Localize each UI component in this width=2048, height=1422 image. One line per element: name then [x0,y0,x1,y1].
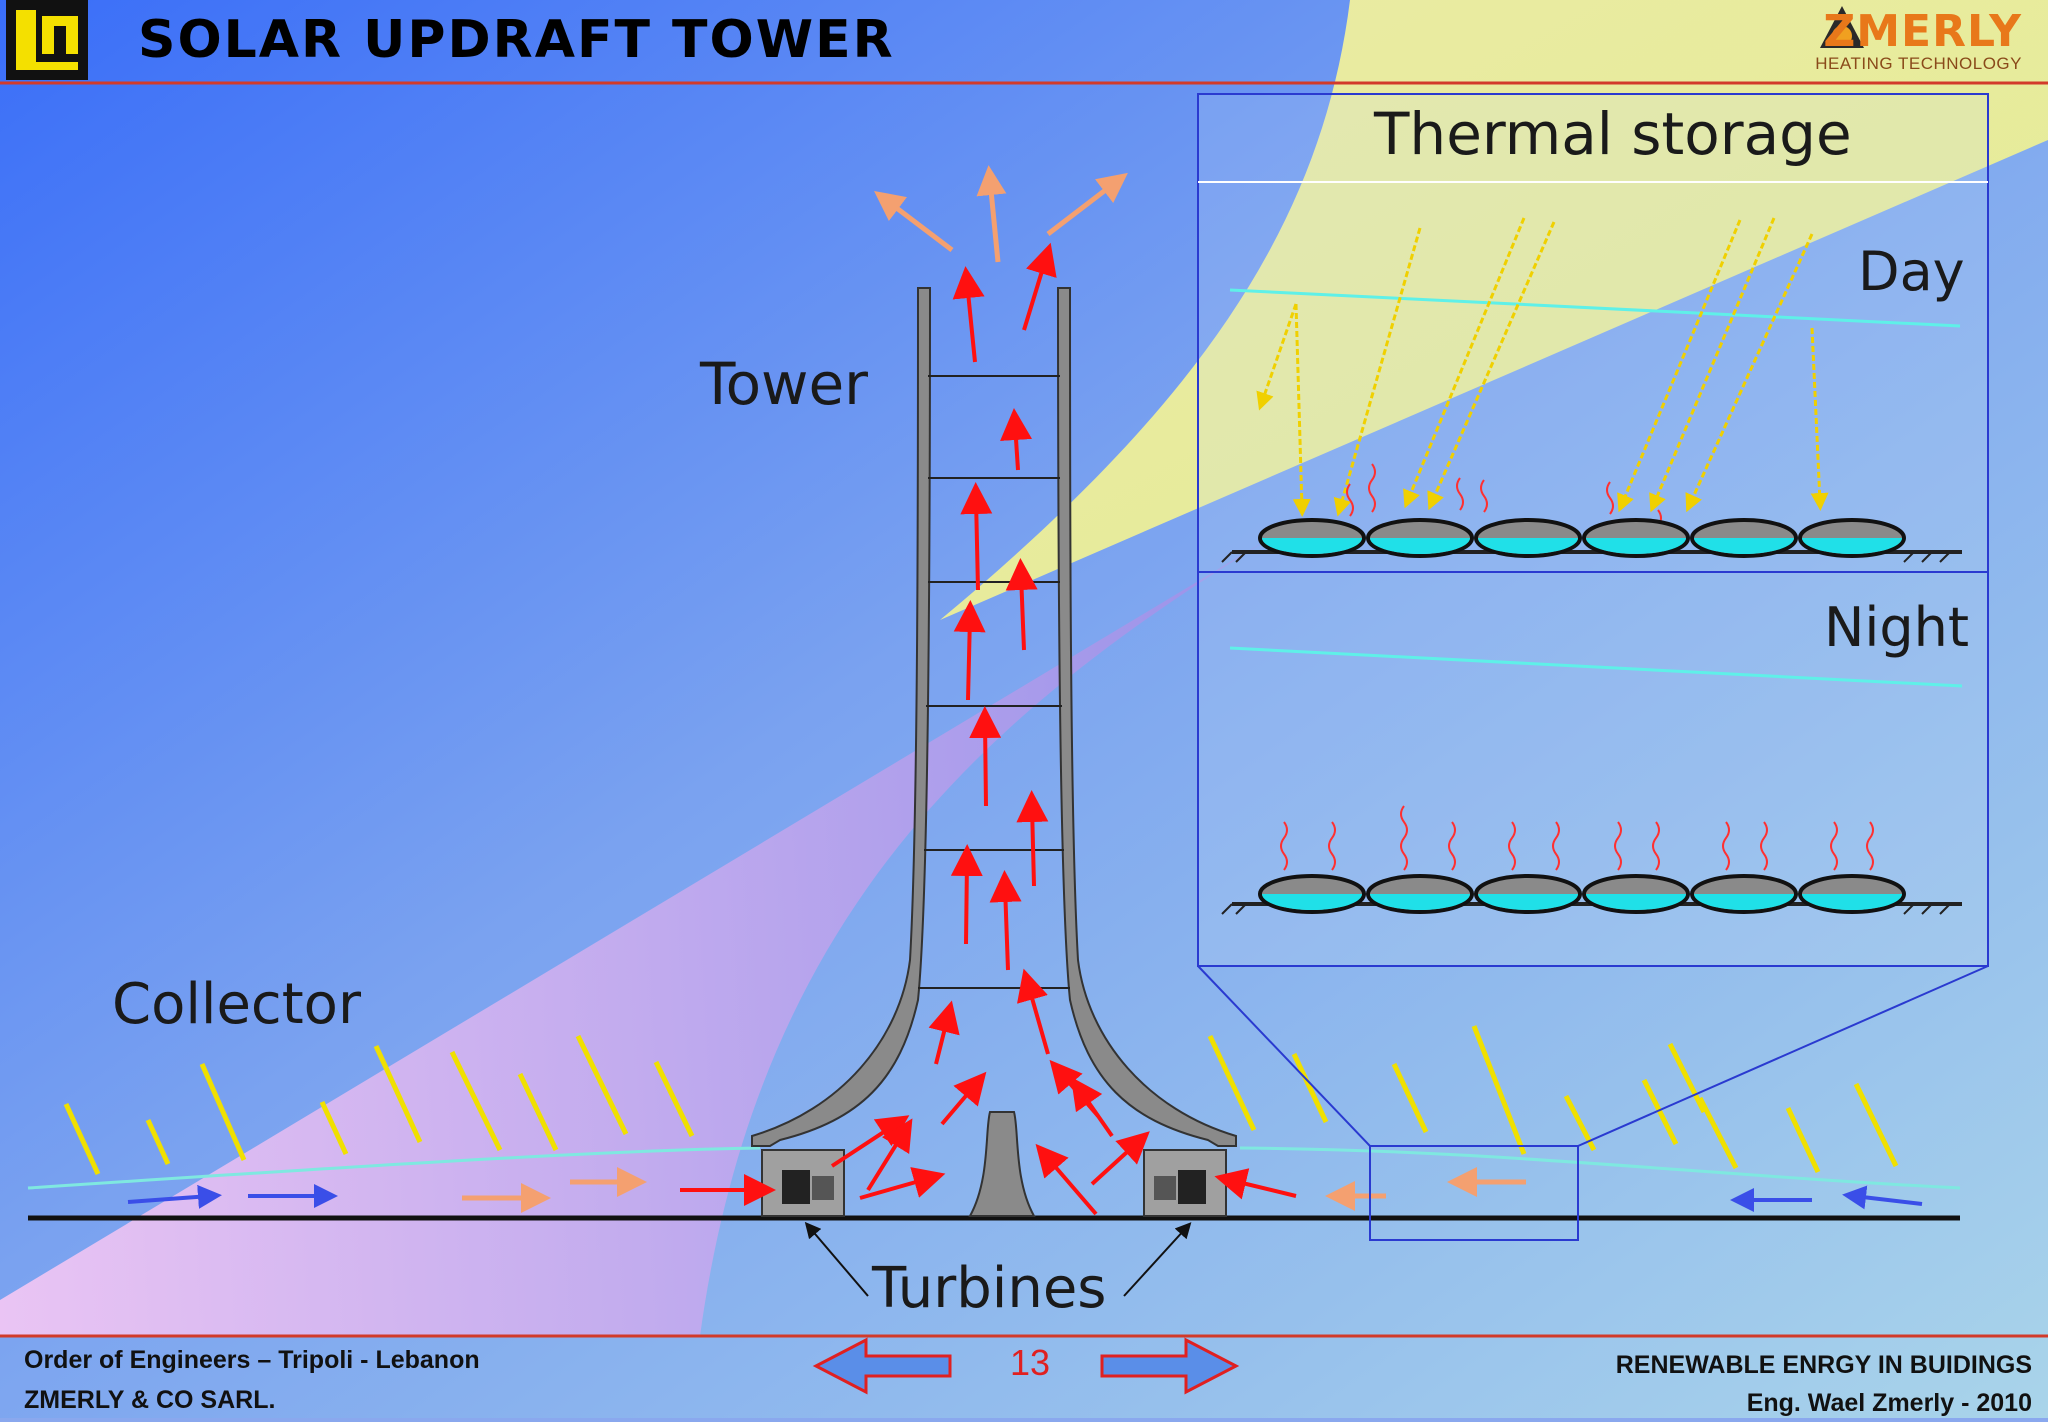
turbines-pointers [804,1221,1192,1297]
night-glass-cover [1229,646,1963,688]
footer-course: RENEWABLE ENRGY IN BUIDINGS [1615,1351,2032,1379]
tower-structure-right [1056,287,1237,1147]
day-storage-tubes [1221,518,1962,563]
collector-sun-rays [63,1025,1899,1176]
footer-left: Order of Engineers – Tripoli - Lebanon Z… [24,1340,480,1420]
brand-name: ZMERLY [1823,6,2022,57]
thermal-storage-label: Thermal storage [1374,100,1852,168]
footer-author: Eng. Wael Zmerly - 2010 [1746,1389,2032,1417]
turbine-left [761,1149,845,1217]
org-logo [6,0,88,80]
sunlight-wedge [940,0,2048,620]
tower-structure [751,287,932,1147]
turbines-label: Turbines [872,1256,1107,1321]
footer-right: RENEWABLE ENRGY IN BUIDINGS Eng. Wael Zm… [1616,1346,2032,1422]
night-heat-waves [1280,805,1874,871]
brand-logo-icon [1820,6,1864,48]
day-sun-rays [1256,217,1829,517]
center-cone [968,1111,1036,1217]
zoom-connector [1197,965,1371,1147]
brand-block: ZMERLY HEATING TECHNOLOGY [1815,8,2022,74]
slide-title: SOLAR UPDRAFT TOWER [138,10,895,70]
day-label: Day [1858,240,1965,303]
footer-company: ZMERLY & CO SARL. [24,1386,276,1414]
day-heat-waves [1346,463,1662,527]
collector-roof [27,1146,1961,1190]
zoom-connector [1577,965,1989,1147]
turbine-right [1143,1149,1227,1217]
footer-org: Order of Engineers – Tripoli - Lebanon [24,1346,480,1374]
tower-rungs [918,375,1070,989]
night-storage-tubes [1221,874,1962,915]
night-label: Night [1824,596,1970,659]
prev-slide-arrow-icon[interactable] [812,1337,952,1395]
inflow-arrows [127,1184,1923,1212]
zoom-source-box [1369,1145,1579,1241]
page-number: 13 [1010,1342,1051,1383]
brand-subtitle: HEATING TECHNOLOGY [1815,54,2022,73]
org-logo-icon [6,0,88,80]
exhaust-arrows [462,165,1526,1213]
next-slide-arrow-icon[interactable] [1100,1337,1240,1395]
tower-label: Tower [700,350,869,418]
updraft-arrows [680,242,1297,1216]
collector-label: Collector [112,972,361,1037]
day-glass-cover [1229,288,1961,328]
